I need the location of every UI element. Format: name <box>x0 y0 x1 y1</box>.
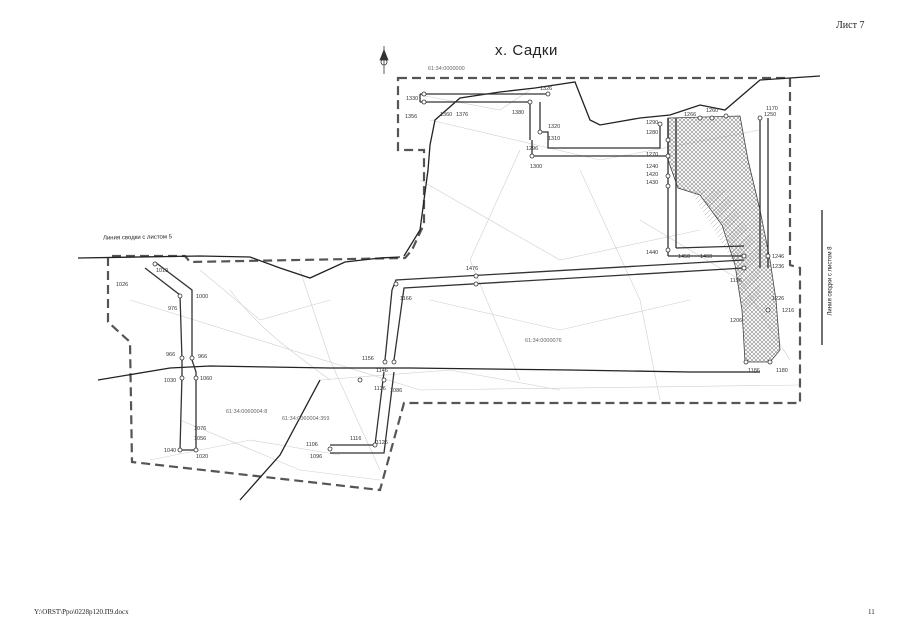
point-number: 1116 <box>350 436 361 442</box>
point-number: 1280 <box>646 130 658 136</box>
parcel-label: 61:34:0000000 <box>428 66 465 72</box>
point-number: 1060 <box>200 376 212 382</box>
point-number: 1440 <box>646 250 658 256</box>
pipeline-corridor <box>144 93 769 454</box>
match-line-left-label: Линия сводки с листом 5 <box>102 234 173 242</box>
point-number: 1026 <box>116 282 128 288</box>
point-number: 1476 <box>466 266 478 272</box>
point-number: 1186 <box>748 368 760 374</box>
parcel-label: 61:34:0060004:8 <box>226 409 267 415</box>
parcel-label: 61:34:0000076 <box>525 338 562 344</box>
project-boundary <box>106 76 802 492</box>
point-number: 1226 <box>772 296 784 302</box>
point-number: 1146 <box>376 368 388 374</box>
point-number: 1166 <box>400 296 412 302</box>
parcel-label: 61:34:0060004:359 <box>282 416 329 422</box>
point-number: 966 <box>198 354 207 360</box>
point-number: 1330 <box>406 96 418 102</box>
settlement-lines <box>77 75 823 501</box>
point-number: 1196 <box>730 278 742 284</box>
point-number: 1260 <box>706 108 718 114</box>
point-number: 1420 <box>646 172 658 178</box>
point-number: 1000 <box>196 294 208 300</box>
point-number: 1236 <box>772 264 784 270</box>
page-number: 11 <box>868 608 875 616</box>
point-number: 1126 <box>376 440 388 446</box>
point-number: 1030 <box>164 378 176 384</box>
point-number: 976 <box>168 306 177 312</box>
parcel-labels: 61:34:0000000 61:34:0000076 61:34:006000… <box>226 66 562 422</box>
point-number: 1156 <box>362 356 374 362</box>
point-number: 1040 <box>164 448 176 454</box>
point-number: 1320 <box>548 124 560 130</box>
point-number: 1360 <box>440 112 452 118</box>
point-number: 1076 <box>194 426 206 432</box>
point-number: 1086 <box>390 388 402 394</box>
file-path: Y:\ORST\Ppo\0228p120.П9.docx <box>34 608 129 616</box>
point-number: 1326 <box>540 86 552 92</box>
point-number: 1180 <box>776 368 788 374</box>
point-number: 1270 <box>646 152 658 158</box>
point-number: 1300 <box>530 164 542 170</box>
point-number: 966 <box>166 352 175 358</box>
point-number: 1376 <box>456 112 468 118</box>
point-number: 1246 <box>772 254 784 260</box>
point-number: 1296 <box>526 146 538 152</box>
point-number: 1290 <box>646 120 658 126</box>
point-number: 1056 <box>194 436 206 442</box>
point-number: 1310 <box>548 136 560 142</box>
point-number: 1020 <box>196 454 208 460</box>
hatched-area-band <box>690 190 760 320</box>
point-number: 1266 <box>684 112 696 118</box>
point-number: 1380 <box>512 110 524 116</box>
north-arrow-icon <box>379 46 389 74</box>
point-number: 1010 <box>156 268 168 274</box>
point-labels: 1330 1326 1356 1360 1376 1380 1320 1310 1300 1296… <box>116 86 794 460</box>
place-name: х. Садки <box>495 42 558 59</box>
point-number: 1096 <box>310 454 322 460</box>
point-number: 1356 <box>405 114 417 120</box>
point-number: 1216 <box>782 308 794 314</box>
point-number: 1240 <box>646 164 658 170</box>
survey-points <box>152 91 773 453</box>
point-number: 1170 <box>766 106 778 112</box>
point-number: 1136 <box>374 386 386 392</box>
point-number: 1450 <box>678 254 690 260</box>
point-number: 1460 <box>700 254 712 260</box>
point-number: 1206 <box>730 318 742 324</box>
point-number: 1106 <box>306 442 318 448</box>
survey-background <box>129 89 801 481</box>
sheet-label: Лист 7 <box>836 20 865 31</box>
match-line-right-label: Линия сводки с листом 8 <box>827 246 834 316</box>
point-number: 1430 <box>646 180 658 186</box>
point-number: 1250 <box>764 112 776 118</box>
